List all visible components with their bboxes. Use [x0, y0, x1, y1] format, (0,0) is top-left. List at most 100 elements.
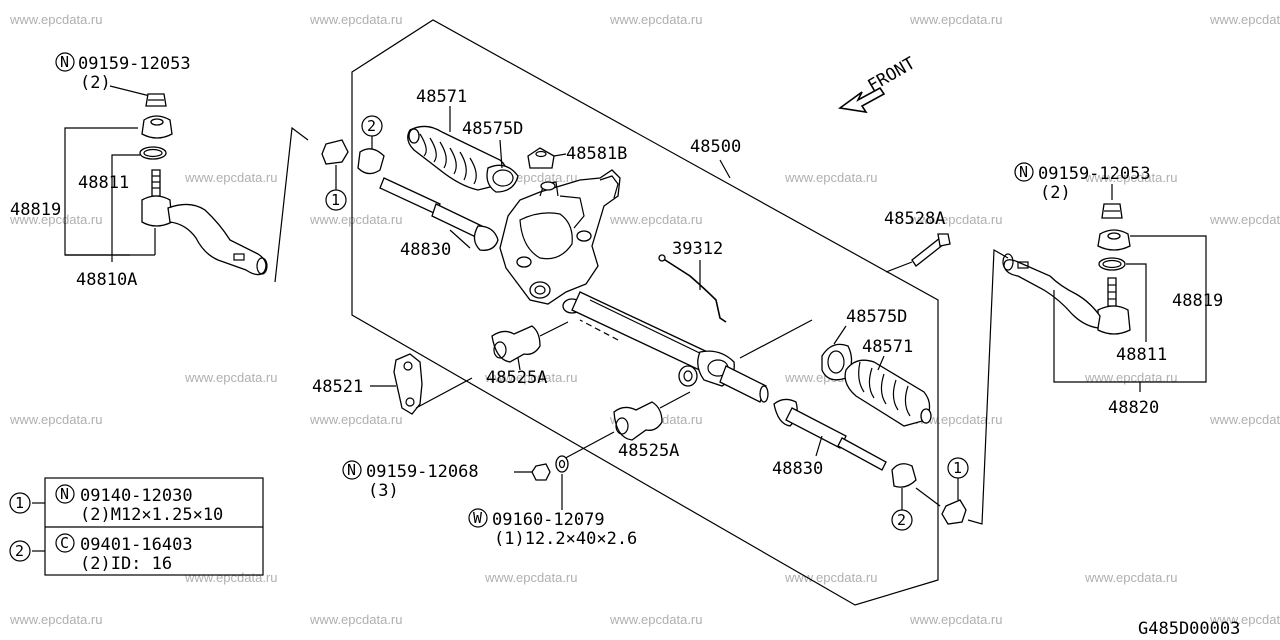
watermark: www.epcdata.ru — [9, 612, 103, 627]
rack-tube — [571, 291, 813, 403]
right-lock-nut-group: 1 — [915, 248, 1009, 525]
boot-clamp-icon — [891, 463, 917, 488]
watermark: www.epcdata.ru — [909, 212, 1003, 227]
watermark: www.epcdata.ru — [1084, 370, 1178, 385]
flange-nut-icon — [531, 463, 551, 481]
boot-band-inner — [492, 169, 514, 187]
inner-tie-rod-thread-icon — [837, 437, 887, 471]
cap-top — [535, 150, 547, 158]
connection-line — [274, 126, 309, 283]
label-48575D-top: 48575D — [462, 119, 523, 139]
lock-nut-icon — [941, 499, 967, 525]
leader-line — [499, 139, 503, 169]
leader-line — [885, 261, 913, 273]
right-nut-qty: (2) — [1040, 183, 1071, 203]
watermark: www.epcdata.ru — [9, 412, 103, 427]
bellows-folds — [419, 133, 477, 185]
legend-symbol-circle — [55, 533, 75, 553]
left-nut-part-number: 09159-12053 — [78, 54, 191, 74]
pinion-nut — [540, 181, 556, 191]
watermark: www.epcdata.ru — [1209, 412, 1280, 427]
plate-48521-group: 48521 — [312, 353, 473, 415]
label-48528A: 48528A — [884, 209, 945, 229]
port-fitting — [576, 230, 592, 242]
bushing-48525A-upper: 48525A — [486, 321, 569, 388]
label-48581B: 48581B — [566, 144, 627, 164]
bracket-48811 — [111, 154, 140, 262]
bellows-boot-bottom: 48575D 48571 — [821, 307, 932, 427]
watermark: www.epcdata.ru — [309, 12, 403, 27]
watermark: www.epcdata.ru — [609, 212, 703, 227]
rack-mount-hole — [683, 370, 693, 382]
boot-top — [150, 118, 164, 126]
leader-line — [553, 153, 567, 157]
tie-rod-end-arm-icon — [167, 203, 267, 276]
watermark: www.epcdata.ru — [909, 412, 1003, 427]
band-inner — [827, 350, 845, 374]
watermark: www.epcdata.ru — [309, 212, 403, 227]
watermark: www.epcdata.ru — [1209, 212, 1280, 227]
ball-stud-icon — [151, 169, 161, 197]
watermark: www.epcdata.ru — [784, 570, 878, 585]
symbol-n-circle — [342, 460, 362, 480]
gear-housing-icon — [499, 169, 621, 305]
washer-hole — [558, 459, 566, 469]
bracket-39312-group: 39312 — [658, 239, 727, 323]
arm-flat — [1017, 261, 1029, 269]
watermark: www.epcdata.ru — [1209, 12, 1280, 27]
label-48525A-1: 48525A — [486, 368, 547, 388]
watermark: www.epcdata.ru — [9, 12, 103, 27]
bolt-48528A-group: 48528A — [884, 209, 951, 273]
valve-body — [519, 212, 573, 260]
wire-bracket-39312-icon — [661, 257, 727, 323]
bolt-qty: (3) — [368, 481, 399, 501]
legend-ref-circle — [9, 540, 31, 562]
label-39312: 39312 — [672, 239, 723, 259]
boot-end — [408, 128, 420, 144]
right-clamp-group: 2 — [891, 463, 917, 531]
boot-top — [1107, 232, 1121, 240]
rack-mount-boss — [678, 365, 698, 387]
leader-line — [109, 85, 151, 97]
bracket-48819 — [1053, 235, 1207, 383]
bushing-bore — [493, 341, 507, 359]
tie-rod-end-socket — [1097, 305, 1131, 335]
cap-48581B-icon — [527, 147, 555, 169]
label-48820: 48820 — [1108, 398, 1159, 418]
rack-tube-icon — [571, 291, 717, 375]
watermark: www.epcdata.ru — [184, 570, 278, 585]
leader-line — [833, 325, 847, 345]
watermark: www.epcdata.ru — [909, 612, 1003, 627]
watermark: www.epcdata.ru — [9, 212, 103, 227]
bracket-48811 — [1126, 263, 1147, 342]
watermark: www.epcdata.ru — [484, 570, 578, 585]
housing-cap — [599, 175, 619, 199]
symbol-n: N — [347, 461, 356, 479]
left-clamp-group: 2 — [357, 115, 385, 175]
watermark: www.epcdata.ru — [184, 170, 278, 185]
bolt-part-number: 09159-12068 — [366, 462, 479, 482]
mount-boss — [529, 281, 551, 299]
label-48571-top: 48571 — [416, 87, 467, 107]
boot-end — [920, 408, 932, 424]
inner-tie-rod-shaft — [785, 407, 847, 449]
leader-line — [415, 377, 473, 409]
inner-tie-rod-thread-icon — [379, 177, 441, 215]
legend-symbol: N — [60, 485, 69, 503]
washer-icon — [555, 455, 569, 473]
legend-symbol-circle — [55, 484, 75, 504]
legend-spec: (2)M12×1.25×10 — [80, 505, 223, 525]
leader-line — [915, 487, 941, 507]
ref-2-label: 2 — [367, 117, 376, 135]
ref-2-label: 2 — [897, 511, 906, 529]
label-48811-right: 48811 — [1116, 345, 1167, 365]
bushing-bore — [615, 417, 629, 435]
watermark: www.epcdata.ru — [1084, 170, 1178, 185]
drawing-code: G485D00003 — [1138, 619, 1240, 639]
dust-boot-icon — [1097, 229, 1131, 251]
plate-hole — [403, 361, 413, 371]
front-label: FRONT — [865, 53, 919, 96]
legend-part-number: 09140-12030 — [80, 486, 193, 506]
